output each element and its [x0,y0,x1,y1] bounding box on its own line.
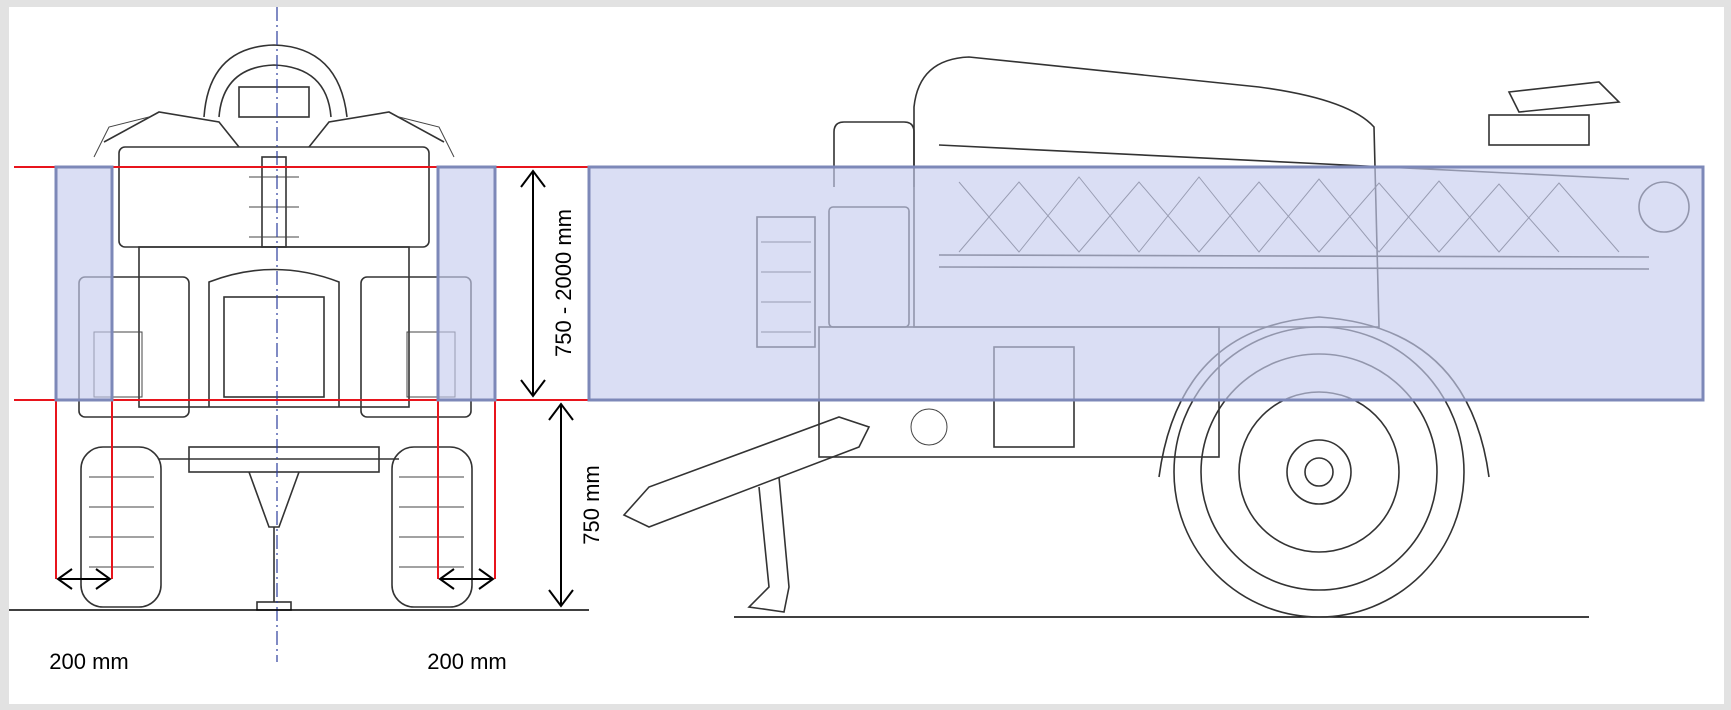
front-view [78,44,473,611]
left-width-label: 200 mm [49,649,128,674]
min-height-label: 750 mm [579,465,604,544]
zone-front-right [436,165,497,402]
zone-front-left [54,165,114,402]
spray-zones [54,165,1705,402]
sprayer-diagram: 750 - 2000 mm 750 mm 200 mm 200 mm [9,7,1705,674]
dimension-arrows [56,169,574,608]
height-range-label: 750 - 2000 mm [551,209,576,357]
diagram-canvas: 750 - 2000 mm 750 mm 200 mm 200 mm [9,7,1724,704]
right-width-label: 200 mm [427,649,506,674]
zone-side [587,165,1705,402]
